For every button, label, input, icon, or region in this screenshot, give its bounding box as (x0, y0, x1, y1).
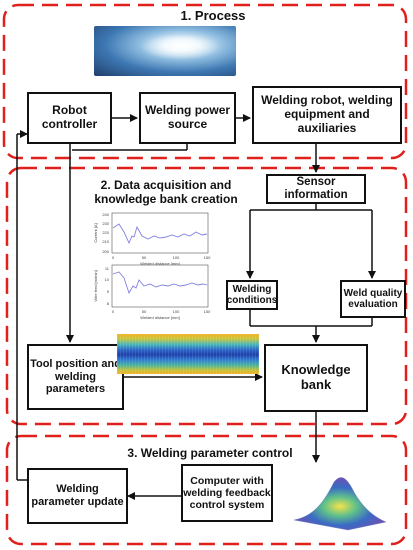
wirefeed-xtick-1: 50 (142, 309, 147, 314)
wirefeed-plot-line (112, 271, 208, 295)
section-title-control: 3. Welding parameter control (127, 446, 293, 460)
current-xtick-2: 100 (173, 255, 180, 260)
welding-power-source-label: Welding power source (144, 103, 231, 131)
current-xtick-0: 0 (112, 255, 115, 260)
wirefeed-ytick-2: 9 (107, 289, 110, 294)
sensor-heatmap-image (117, 334, 259, 374)
wirefeed-plot: 11 10 9 8 0 50 100 150 Welded distance [… (93, 264, 211, 320)
welding-conditions-box: Welding conditions (226, 280, 278, 310)
sensor-information-box: Sensor information (266, 174, 366, 204)
tool-position-box: Tool position and welding parameters (27, 344, 124, 410)
current-xtick-1: 50 (142, 255, 147, 260)
parameter-update-label: Welding parameter update (31, 483, 124, 508)
welding-robot-box: Welding robot, welding equipment and aux… (252, 86, 402, 144)
computer-label: Computer with welding feedback control s… (183, 474, 271, 512)
current-plot: 240 230 220 210 200 0 50 100 150 Welded … (93, 212, 211, 266)
computer-box: Computer with welding feedback control s… (181, 464, 273, 522)
knowledge-bank-label: Knowledge bank (281, 362, 351, 392)
current-ytick-0: 240 (102, 212, 109, 217)
current-ytick-2: 220 (102, 230, 109, 235)
surface-shape (293, 477, 387, 531)
current-ylabel: Current [A] (93, 223, 98, 242)
robot-controller-label: Robot controller (41, 103, 98, 131)
control-surface-image (293, 477, 387, 531)
wirefeed-xlabel: Welded distance [mm] (140, 315, 180, 320)
current-plot-frame (111, 212, 209, 254)
welding-torch-flare (140, 34, 220, 60)
wirefeed-ylabel: Wire feed [m/min] (93, 270, 98, 301)
section-title-acquisition: 2. Data acquisition and knowledge bank c… (94, 178, 238, 207)
tool-position-label: Tool position and welding parameters (30, 358, 121, 396)
wirefeed-ytick-0: 11 (105, 266, 110, 271)
robot-controller-box: Robot controller (27, 92, 112, 144)
current-xtick-3: 150 (204, 255, 211, 260)
current-xlabel: Welded distance [mm] (140, 261, 180, 266)
knowledge-bank-box: Knowledge bank (264, 344, 368, 412)
current-plot-line (112, 223, 208, 245)
parameter-update-box: Welding parameter update (27, 468, 128, 524)
current-ytick-3: 210 (102, 239, 109, 244)
sensor-information-label: Sensor information (284, 175, 348, 201)
section-acquisition-border (5, 166, 408, 426)
current-ytick-1: 230 (102, 221, 109, 226)
welding-conditions-label: Welding conditions (226, 283, 278, 307)
weld-quality-label: Weld quality evaluation (343, 287, 403, 311)
section-process-border (2, 3, 408, 160)
wirefeed-ytick-3: 8 (107, 301, 110, 306)
wirefeed-xtick-2: 100 (173, 309, 180, 314)
welding-robot-label: Welding robot, welding equipment and aux… (261, 93, 393, 135)
section-control-border (5, 434, 408, 546)
weld-quality-box: Weld quality evaluation (340, 280, 406, 318)
wirefeed-xtick-0: 0 (112, 309, 115, 314)
wirefeed-ytick-1: 10 (105, 277, 110, 282)
wirefeed-xtick-3: 150 (204, 309, 211, 314)
current-ytick-4: 200 (102, 249, 109, 254)
welding-power-source-box: Welding power source (139, 92, 236, 144)
section-title-process: 1. Process (180, 8, 246, 23)
